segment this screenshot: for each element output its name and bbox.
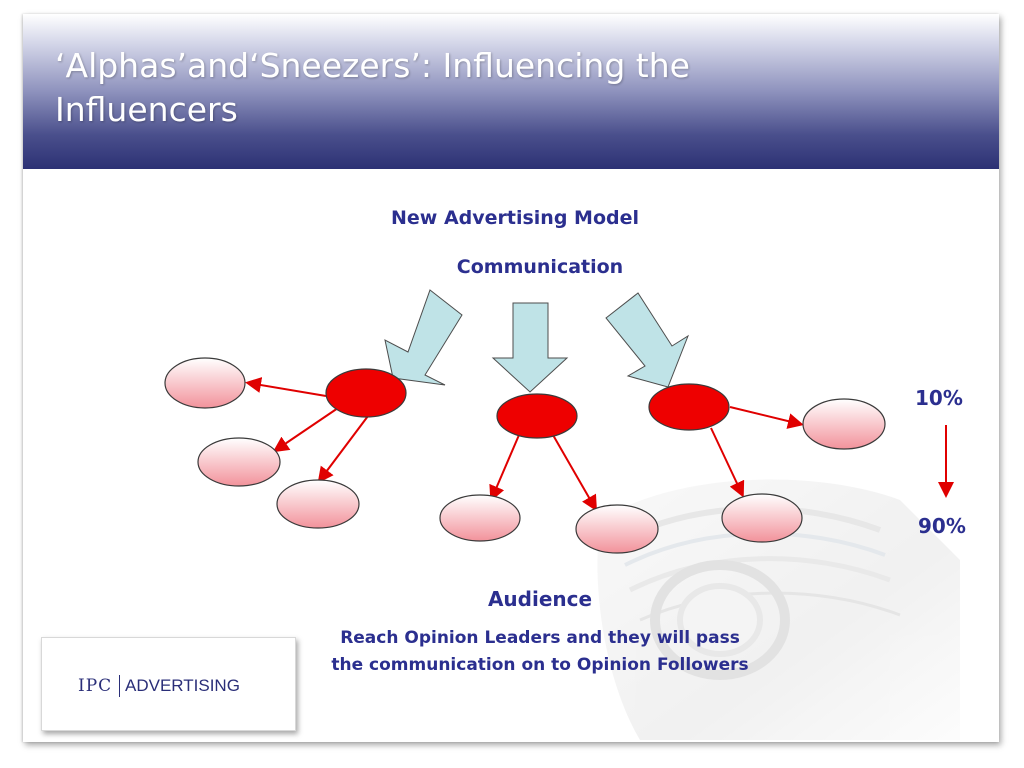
arrow-center-icon: [491, 302, 569, 393]
diagram-caption: Reach Opinion Leaders and they will pass…: [331, 628, 749, 675]
connector-6: [729, 406, 804, 429]
influence-connectors: [245, 377, 954, 512]
arrow-right-icon: [605, 292, 690, 388]
communication-arrows: [384, 289, 690, 393]
connector-5: [552, 434, 597, 512]
logo-mark: IPC: [78, 676, 113, 696]
leader-node-center: [496, 393, 578, 439]
connector-2: [272, 407, 339, 453]
leader-node-right: [648, 383, 730, 431]
arrow-left-icon: [384, 289, 463, 386]
connector-4: [489, 434, 520, 502]
communication-label: Communication: [456, 256, 624, 278]
logo-wordmark: ADVERTISING: [125, 676, 240, 695]
follower-node: [575, 504, 659, 554]
opinion-leaders: [325, 368, 730, 439]
follower-node: [802, 398, 886, 450]
percentage-top-label: 10%: [915, 386, 963, 410]
follower-node: [721, 493, 803, 543]
follower-node: [164, 357, 246, 409]
opinion-followers: [164, 357, 886, 554]
diagram-heading: New Advertising Model: [390, 207, 640, 229]
percentage-bottom-label: 90%: [918, 514, 966, 538]
follower-node: [276, 479, 360, 529]
logo-divider: [119, 675, 120, 697]
follower-node: [439, 494, 521, 542]
leader-node-left: [325, 368, 407, 418]
audience-label: Audience: [487, 587, 593, 611]
ipc-advertising-logo: IPC ADVERTISING: [41, 637, 296, 731]
title-bar: [23, 14, 999, 169]
connector-1: [245, 377, 327, 397]
page-title: ‘Alphas’and‘Sneezers’: Influencing the I…: [55, 46, 690, 129]
connector-7: [710, 427, 745, 498]
connector-3: [317, 415, 369, 484]
follower-node: [197, 437, 281, 487]
